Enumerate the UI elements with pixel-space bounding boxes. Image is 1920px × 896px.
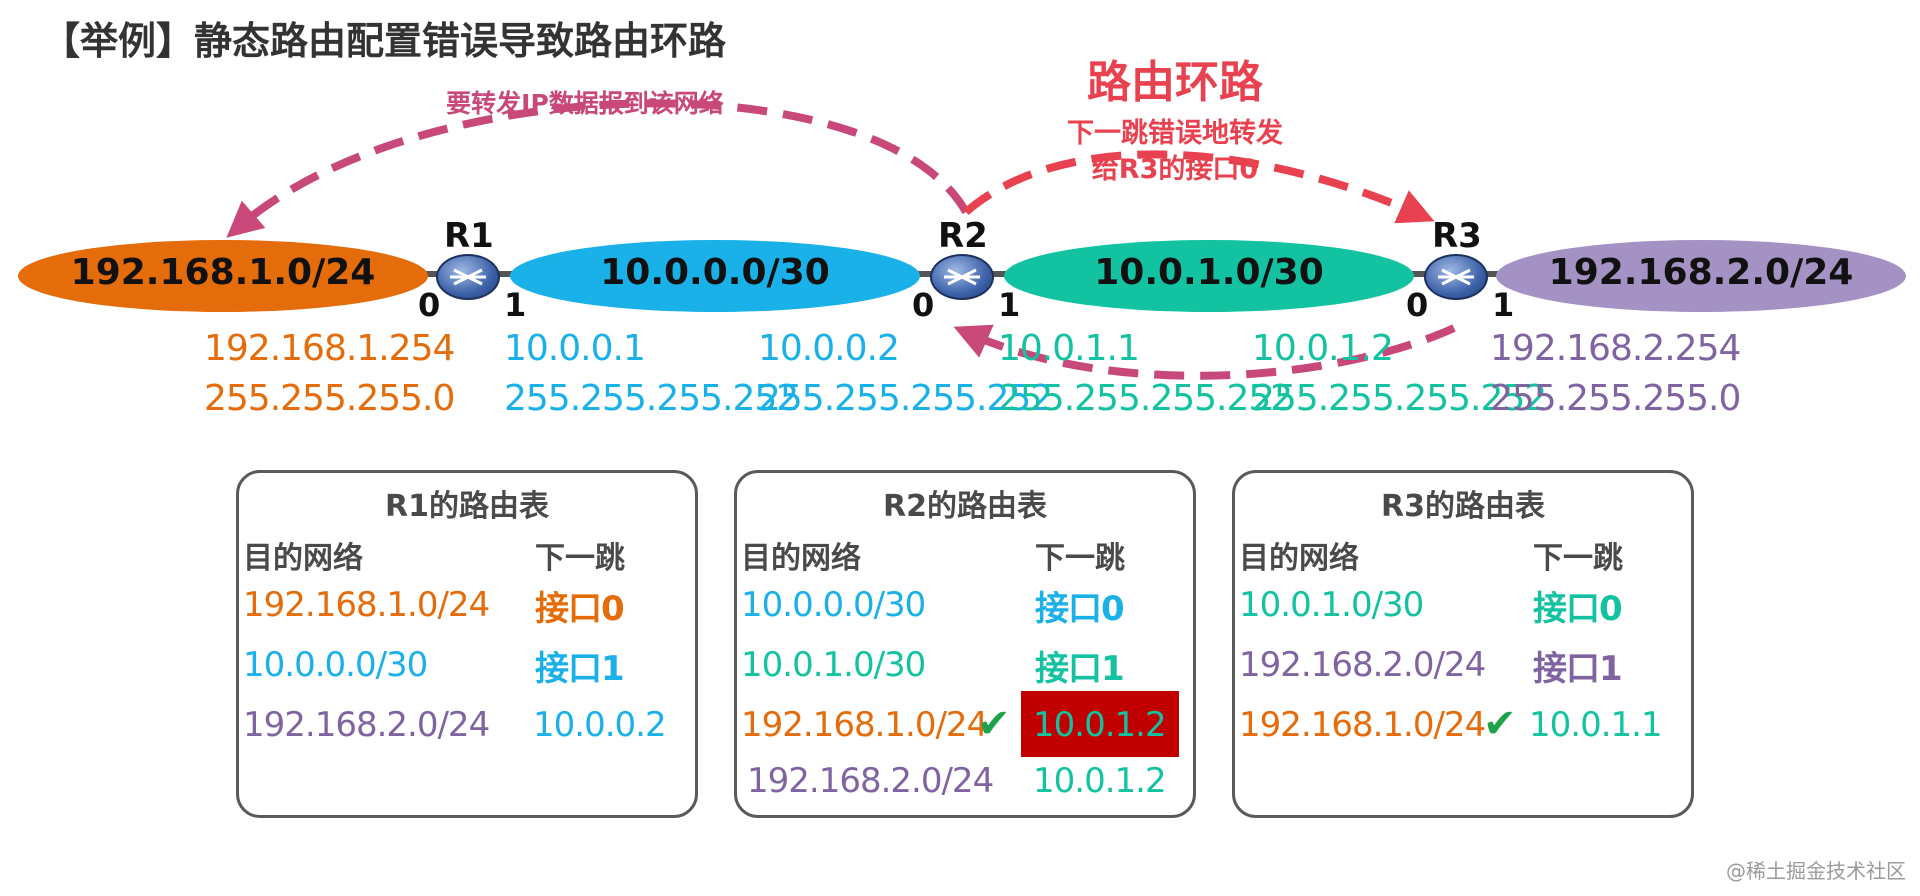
addr-ip: 10.0.0.2 xyxy=(758,328,900,369)
addr-mask: 255.255.255.252 xyxy=(504,378,799,419)
loop-note-line2: 给R3的接口0 xyxy=(1091,154,1259,185)
router-r1-icon xyxy=(436,254,500,300)
forward-arrow xyxy=(226,99,970,238)
row-hop: 10.0.1.1 xyxy=(1529,705,1663,745)
router-r2-label: R2 xyxy=(938,216,988,256)
addr-mask: 255.255.255.252 xyxy=(998,378,1293,419)
router-r3-icon xyxy=(1424,254,1488,300)
addr-mask: 255.255.255.252 xyxy=(1252,378,1547,419)
router-r1-port-0: 0 xyxy=(418,286,441,324)
row-hop: 接口0 xyxy=(1035,589,1125,629)
row-dest: 192.168.1.0/24 xyxy=(741,705,988,745)
r2-routing-table: R2的路由表 目的网络 下一跳 10.0.0.0/30 接口0 10.0.1.0… xyxy=(734,470,1196,818)
loop-title: 路由环路 xyxy=(1087,57,1263,108)
router-r3-port-1: 1 xyxy=(1492,286,1515,324)
network-label: 10.0.1.0/30 xyxy=(1094,252,1324,293)
row-hop: 接口0 xyxy=(1533,589,1623,629)
check-icon: ✔ xyxy=(1483,701,1517,747)
row-dest: 10.0.0.0/30 xyxy=(741,585,926,625)
router-r1-label: R1 xyxy=(444,216,494,256)
row-hop: 10.0.0.2 xyxy=(533,705,667,745)
loop-arrow-back-to-r2 xyxy=(953,324,1456,380)
loop-note: 下一跳错误地转发 给R3的接口0 xyxy=(1040,116,1310,188)
watermark: @稀土掘金技术社区 xyxy=(1726,859,1906,883)
addr-ip: 192.168.2.254 xyxy=(1490,328,1741,369)
check-icon: ✔ xyxy=(977,701,1011,747)
network-192-168-2-0 xyxy=(1496,240,1906,312)
addr-ip: 10.0.0.1 xyxy=(504,328,646,369)
row-hop: 10.0.1.2 xyxy=(1033,761,1167,801)
col-hop-header: 下一跳 xyxy=(1533,541,1623,576)
row-dest: 10.0.1.0/30 xyxy=(741,645,926,685)
page-title: 【举例】静态路由配置错误导致路由环路 xyxy=(42,19,727,63)
network-192-168-1-0 xyxy=(18,240,428,312)
router-r1-port-1: 1 xyxy=(504,286,527,324)
table-title: R1的路由表 xyxy=(385,489,549,524)
col-dest-header: 目的网络 xyxy=(741,541,861,576)
row-hop: 接口1 xyxy=(1533,649,1623,689)
addr-ip: 10.0.1.2 xyxy=(1252,328,1394,369)
col-hop-header: 下一跳 xyxy=(1035,541,1125,576)
row-hop: 接口1 xyxy=(1035,649,1125,689)
addr-mask: 255.255.255.0 xyxy=(1490,378,1741,419)
row-dest: 10.0.0.0/30 xyxy=(243,645,428,685)
network-label: 192.168.2.0/24 xyxy=(1548,252,1854,293)
network-10-0-0-0 xyxy=(510,240,920,312)
row-dest: 192.168.2.0/24 xyxy=(243,705,490,745)
router-r2-port-1: 1 xyxy=(998,286,1021,324)
network-label: 10.0.0.0/30 xyxy=(600,252,830,293)
col-dest-header: 目的网络 xyxy=(1239,541,1359,576)
col-dest-header: 目的网络 xyxy=(243,541,363,576)
r1-routing-table: R1的路由表 目的网络 下一跳 192.168.1.0/24 接口0 10.0.… xyxy=(236,470,698,818)
router-r3-label: R3 xyxy=(1432,216,1482,256)
loop-arrow-to-r3 xyxy=(963,150,1435,224)
col-hop-header: 下一跳 xyxy=(535,541,625,576)
row-hop: 接口1 xyxy=(535,649,625,689)
addr-mask: 255.255.255.0 xyxy=(204,378,455,419)
row-dest: 192.168.2.0/24 xyxy=(1239,645,1486,685)
addr-mask: 255.255.255.252 xyxy=(758,378,1053,419)
router-r2-port-0: 0 xyxy=(912,286,935,324)
row-hop: 接口0 xyxy=(535,589,625,629)
row-dest: 10.0.1.0/30 xyxy=(1239,585,1424,625)
addr-ip: 192.168.1.254 xyxy=(204,328,455,369)
router-r2-icon xyxy=(930,254,994,300)
forward-note: 要转发IP数据报到该网络 xyxy=(446,89,724,118)
loop-note-line1: 下一跳错误地转发 xyxy=(1067,118,1283,149)
table-title: R2的路由表 xyxy=(883,489,1047,524)
row-dest: 192.168.1.0/24 xyxy=(243,585,490,625)
error-highlight xyxy=(1021,691,1179,757)
network-10-0-1-0 xyxy=(1004,240,1414,312)
table-title: R3的路由表 xyxy=(1381,489,1545,524)
row-hop-error: 10.0.1.2 xyxy=(1033,705,1167,745)
router-r3-port-0: 0 xyxy=(1406,286,1429,324)
row-dest: 192.168.2.0/24 xyxy=(747,761,994,801)
addr-ip: 10.0.1.1 xyxy=(998,328,1140,369)
r3-routing-table: R3的路由表 目的网络 下一跳 10.0.1.0/30 接口0 192.168.… xyxy=(1232,470,1694,818)
network-label: 192.168.1.0/24 xyxy=(70,252,376,293)
row-dest: 192.168.1.0/24 xyxy=(1239,705,1486,745)
